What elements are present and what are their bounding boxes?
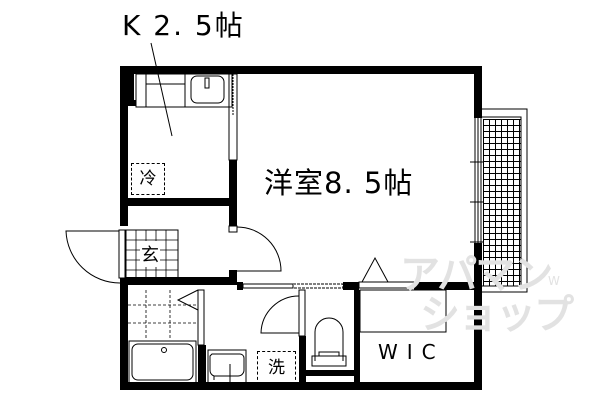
washer-label: 洗 [257, 351, 296, 385]
watermark-line2: ショップ [420, 292, 574, 338]
wic-label: WIC [378, 340, 445, 364]
kitchen-size-label: K 2. 5帖 [122, 9, 245, 42]
western-room-label: 洋室8. 5帖 [264, 166, 414, 200]
watermark-line1: アパマン [400, 252, 553, 298]
balcony [483, 119, 521, 286]
fridge-label: 冷 [131, 163, 165, 195]
entrance-label: 玄 [140, 241, 160, 267]
watermark-logo: アパマン ショップ W [400, 252, 574, 338]
watermark-small: W [548, 274, 560, 288]
